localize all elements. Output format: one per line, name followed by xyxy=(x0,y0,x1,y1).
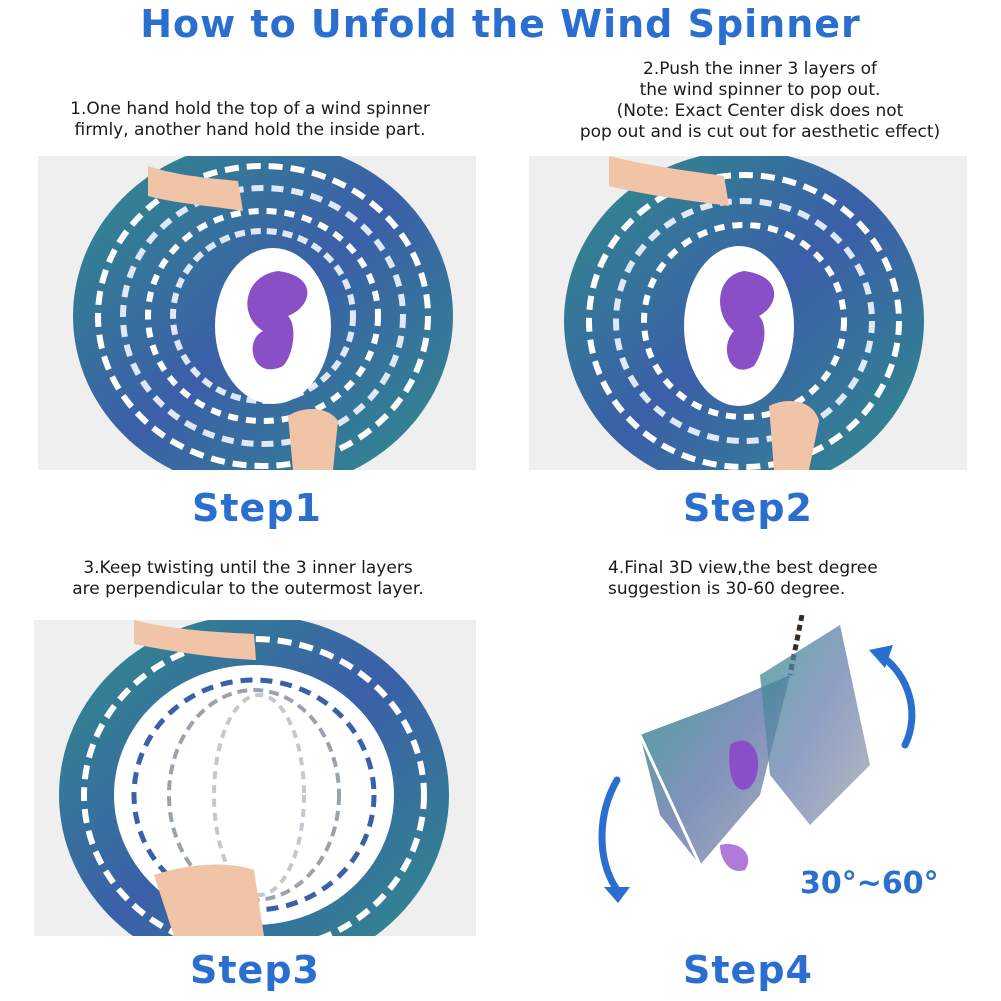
step1-photo xyxy=(38,156,476,470)
step4-photo xyxy=(580,615,940,935)
step2-caption-line: (Note: Exact Center disk does not xyxy=(616,101,904,121)
step4-caption-line: suggestion is 30-60 degree. xyxy=(608,579,846,599)
step3-caption: 3.Keep twisting until the 3 inner layers… xyxy=(18,558,478,600)
wind-spinner-3d-image xyxy=(638,615,870,871)
step2-caption-line: pop out and is cut out for aesthetic eff… xyxy=(579,122,941,142)
curved-arrow-down-icon xyxy=(598,776,630,903)
step1-label: Step1 xyxy=(192,486,322,530)
step1-caption-line: firmly, another hand hold the inside par… xyxy=(74,120,426,140)
step4-caption: 4.Final 3D view,the best degree suggesti… xyxy=(560,558,920,600)
step3-label: Step3 xyxy=(190,948,320,992)
wind-spinner-twisted-image xyxy=(59,620,449,936)
curved-arrow-up-icon xyxy=(869,645,916,749)
step2-label: Step2 xyxy=(683,486,813,530)
page-title: How to Unfold the Wind Spinner xyxy=(140,2,861,46)
step2-photo xyxy=(529,156,967,470)
step2-caption: 2.Push the inner 3 layers of the wind sp… xyxy=(530,59,990,143)
step2-caption-line: 2.Push the inner 3 layers of xyxy=(643,59,877,79)
step3-photo xyxy=(34,620,476,936)
step4-label: Step4 xyxy=(683,948,813,992)
step1-caption-line: 1.One hand hold the top of a wind spinne… xyxy=(70,99,430,119)
wind-spinner-push-image xyxy=(564,156,924,470)
step1-caption: 1.One hand hold the top of a wind spinne… xyxy=(20,99,480,141)
step3-caption-line: are perpendicular to the outermost layer… xyxy=(72,579,424,599)
wind-spinner-flat-image xyxy=(73,156,453,470)
step2-caption-line: the wind spinner to pop out. xyxy=(639,80,881,100)
angle-label: 30°~60° xyxy=(800,866,939,901)
step4-caption-line: 4.Final 3D view,the best degree xyxy=(608,558,878,578)
step3-caption-line: 3.Keep twisting until the 3 inner layers xyxy=(83,558,413,578)
